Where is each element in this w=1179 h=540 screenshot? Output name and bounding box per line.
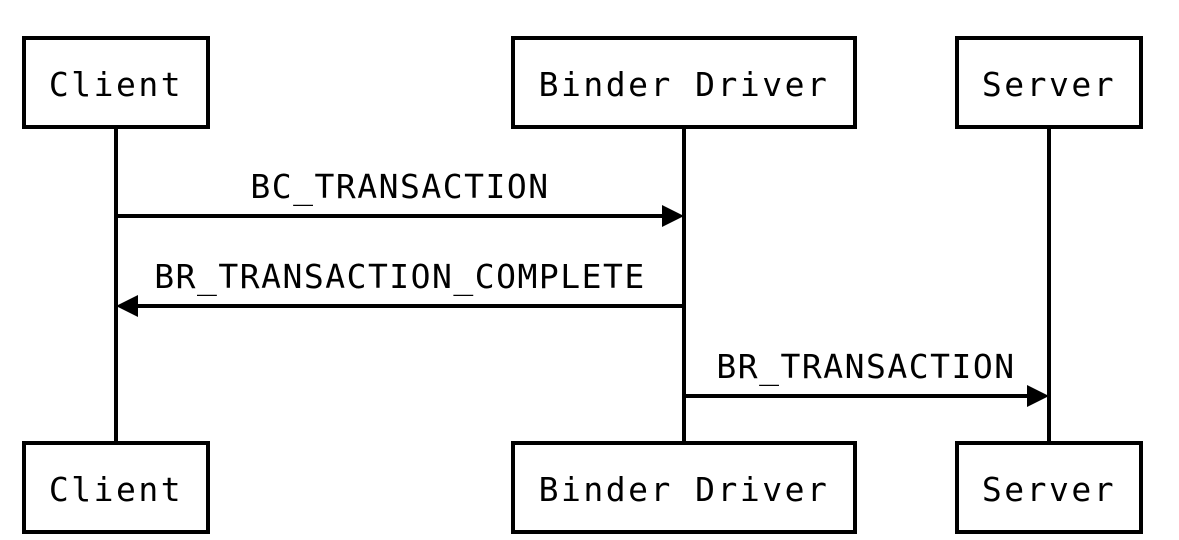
message-br-transaction-complete-label: BR_TRANSACTION_COMPLETE <box>154 257 645 297</box>
participant-server-bottom: Server <box>955 441 1143 534</box>
participant-binder-driver-bottom-label: Binder Driver <box>539 470 830 509</box>
arrowhead-right-icon <box>662 205 684 227</box>
message-bc-transaction: BC_TRANSACTION <box>116 167 684 227</box>
participant-client-top-label: Client <box>49 65 183 104</box>
participant-binder-driver-bottom: Binder Driver <box>511 441 857 534</box>
participant-binder-driver-top: Binder Driver <box>511 36 857 129</box>
message-br-transaction-complete: BR_TRANSACTION_COMPLETE <box>116 257 684 317</box>
message-br-transaction: BR_TRANSACTION <box>684 347 1049 407</box>
participant-server-top-label: Server <box>982 65 1116 104</box>
participant-server-bottom-label: Server <box>982 470 1116 509</box>
participant-server-top: Server <box>955 36 1143 129</box>
arrowhead-right-icon <box>1027 385 1049 407</box>
arrowhead-left-icon <box>116 295 138 317</box>
participant-binder-driver-top-label: Binder Driver <box>539 65 830 104</box>
participant-client-bottom-label: Client <box>49 470 183 509</box>
message-br-transaction-label: BR_TRANSACTION <box>716 347 1015 387</box>
message-bc-transaction-label: BC_TRANSACTION <box>250 167 549 207</box>
participant-client-bottom: Client <box>22 441 210 534</box>
participant-client-top: Client <box>22 36 210 129</box>
